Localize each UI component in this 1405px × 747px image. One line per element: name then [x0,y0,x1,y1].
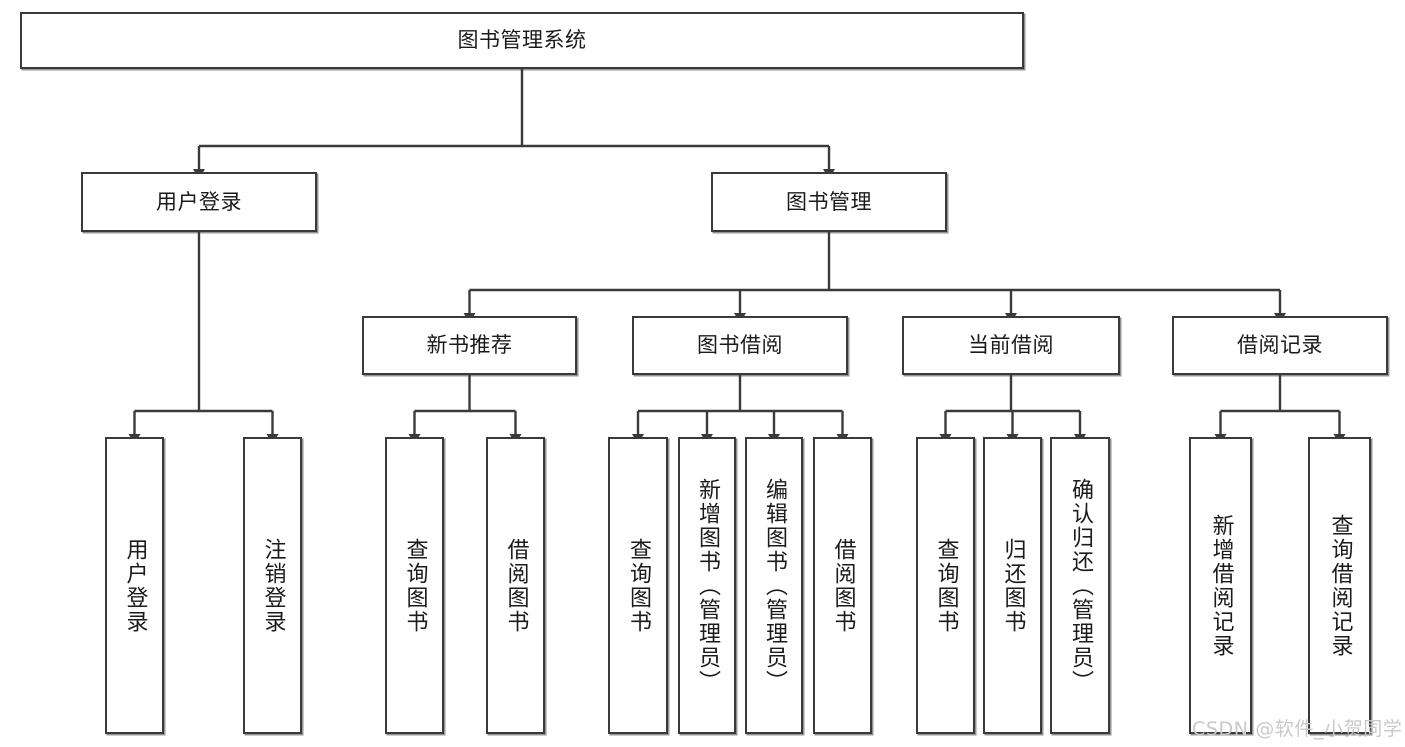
node-current-borrow[interactable]: 当前借阅 [902,316,1120,375]
node-new-book-recommend[interactable]: 新书推荐 [362,316,577,375]
node-label-leaf-query-book-2: 查询图书 [626,537,651,634]
node-leaf-user-logout[interactable]: 注销登录 [243,437,302,734]
node-label-book-management: 图书管理 [786,189,872,214]
node-label-leaf-borrow-book-1: 借阅图书 [503,537,529,634]
node-user-login[interactable]: 用户登录 [81,172,317,232]
node-leaf-borrow-book-1[interactable]: 借阅图书 [486,437,545,734]
node-leaf-add-book[interactable]: 新增图书（管理员） [678,437,736,734]
node-leaf-user-login[interactable]: 用户登录 [105,437,164,734]
node-leaf-query-book-3[interactable]: 查询图书 [916,437,975,734]
node-label-leaf-query-record: 查询借阅记录 [1327,513,1353,658]
node-label-leaf-user-logout: 注销登录 [260,537,286,634]
node-label-leaf-return-book: 归还图书 [1000,537,1026,634]
node-label-leaf-edit-book: 编辑图书（管理员） [762,477,787,694]
node-label-leaf-add-record: 新增借阅记录 [1208,513,1234,658]
node-label-root: 图书管理系统 [457,28,587,53]
node-borrow-record[interactable]: 借阅记录 [1172,316,1388,375]
node-leaf-query-book-1[interactable]: 查询图书 [385,437,444,734]
node-label-leaf-query-book-1: 查询图书 [402,537,428,634]
node-leaf-edit-book[interactable]: 编辑图书（管理员） [745,437,803,734]
node-label-leaf-query-book-3: 查询图书 [933,537,959,634]
node-label-borrow-record: 借阅记录 [1237,333,1323,358]
node-label-leaf-user-login: 用户登录 [122,537,148,634]
node-label-user-login: 用户登录 [156,189,242,214]
node-leaf-return-book[interactable]: 归还图书 [983,437,1042,734]
node-label-book-borrow: 图书借阅 [697,333,783,358]
node-label-leaf-borrow-book-2: 借阅图书 [830,537,856,634]
node-label-leaf-confirm-return: 确认归还（管理员） [1068,477,1093,694]
node-root[interactable]: 图书管理系统 [20,12,1024,69]
node-label-leaf-add-book: 新增图书（管理员） [695,477,720,694]
node-label-new-book-recommend: 新书推荐 [426,333,513,358]
node-leaf-query-book-2[interactable]: 查询图书 [608,437,668,734]
node-book-borrow[interactable]: 图书借阅 [632,316,848,375]
csdn-watermark: CSDN @软件_小贺同学 [1192,718,1403,740]
node-leaf-borrow-book-2[interactable]: 借阅图书 [813,437,872,734]
node-leaf-confirm-return[interactable]: 确认归还（管理员） [1050,437,1110,734]
node-book-management[interactable]: 图书管理 [711,172,947,232]
node-leaf-query-record[interactable]: 查询借阅记录 [1308,437,1371,734]
node-leaf-add-record[interactable]: 新增借阅记录 [1189,437,1252,734]
node-label-current-borrow: 当前借阅 [968,333,1054,358]
